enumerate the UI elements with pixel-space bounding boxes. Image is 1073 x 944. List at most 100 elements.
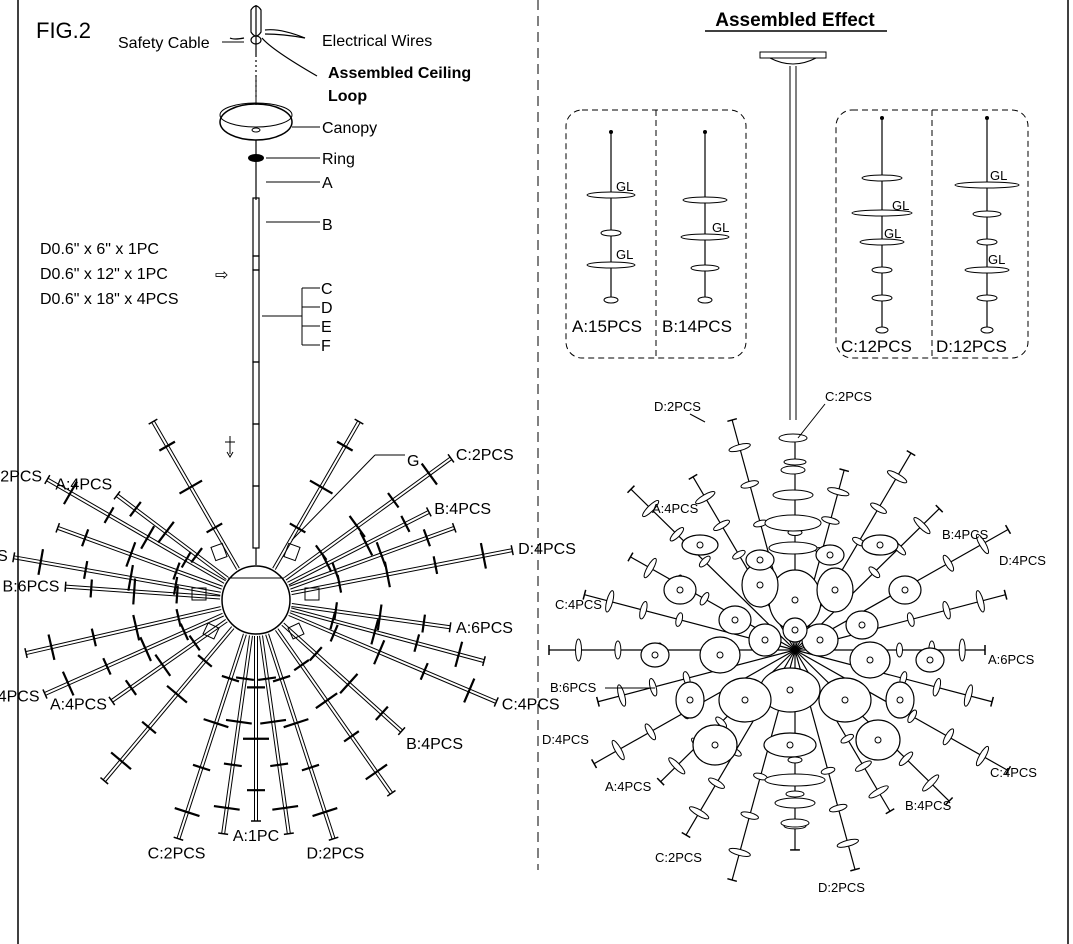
glass-disc (175, 608, 182, 627)
glass-disc (61, 671, 75, 696)
glass-disc (272, 674, 291, 683)
label-ring: Ring (322, 151, 355, 168)
glass-disc (139, 636, 152, 662)
glass-disc (90, 628, 97, 647)
disc-hub (696, 541, 704, 549)
right-title: Assembled Effect (715, 10, 875, 31)
glass-disc (586, 261, 636, 269)
glass-disc (680, 233, 730, 241)
arm-rod-edge (44, 612, 223, 694)
panel-label-b: B:14PCS (662, 317, 732, 336)
glass-disc (975, 533, 990, 555)
glass-disc (203, 718, 229, 729)
glass-disc (820, 766, 836, 775)
arm-label: D:4PCS (0, 688, 39, 705)
disc-hub (731, 616, 739, 624)
glass-disc (913, 517, 931, 535)
arm-rod-edge (224, 635, 253, 834)
arm-end-cap (55, 522, 61, 533)
glass-disc (787, 756, 803, 764)
glass-disc (283, 718, 309, 729)
glass-disc (375, 541, 387, 568)
ceiling-plate (759, 51, 827, 59)
glass-disc (178, 479, 203, 495)
arm-rod-edge (153, 420, 240, 569)
leader-g (291, 454, 376, 541)
arm-group: D:2PCSC:2PCSA:4PCSB:4PCSC:4PCSD:4PCSB:6P… (0, 418, 576, 862)
glass-disc (225, 718, 252, 725)
arm-label: C:4PCS (502, 696, 560, 713)
arm-end-cap (64, 581, 67, 592)
glass-disc (479, 542, 487, 569)
arm-rod-edge (176, 633, 244, 839)
ceiling-loop-hardware (229, 5, 318, 100)
radial-arm: C:4PCS (0, 548, 221, 596)
arm-label: D:2PCS (0, 469, 42, 486)
disc-hub (676, 586, 684, 594)
part-rod (954, 116, 1020, 334)
glass-disc (400, 515, 411, 533)
arm-end-cap (283, 832, 294, 836)
assembled-arm (688, 473, 796, 651)
arm-rod-edge (105, 628, 235, 783)
disc-hub (826, 551, 834, 559)
glass-disc (37, 549, 45, 576)
glass-disc (197, 654, 213, 668)
disc-hub (866, 656, 874, 664)
glass-disc (600, 229, 622, 237)
glass-disc (257, 676, 277, 682)
glass-disc (942, 600, 951, 620)
glass-disc (836, 838, 859, 848)
callout-c-4pcs: C:4PCS (555, 597, 602, 612)
glass-disc (190, 547, 203, 564)
disc-hub (786, 741, 794, 749)
callout-c-2pcs: C:2PCS (825, 389, 872, 404)
glass-disc (172, 576, 179, 595)
label-b: B (322, 217, 333, 234)
arm-end-cap (727, 877, 738, 883)
disc-hub (756, 556, 764, 564)
glass-disc (172, 562, 181, 580)
glass-disc (365, 763, 388, 781)
arm-rod-edge (57, 528, 222, 590)
callout-a-6pcs: A:6PCS (988, 652, 1035, 667)
label-ceiling-loop-2: Loop (328, 88, 367, 105)
disc-hub (816, 636, 824, 644)
glass-disc (586, 191, 636, 199)
glass-disc (740, 811, 759, 820)
arm-rod-edge (151, 422, 238, 570)
glass-disc (140, 525, 156, 550)
canopy-shape (769, 57, 817, 65)
arm-end-cap (627, 552, 634, 562)
glass-disc (180, 551, 192, 569)
glass-disc (669, 527, 685, 542)
glass-disc (871, 266, 893, 274)
callout-d-4pcs-2: D:4PCS (542, 732, 589, 747)
hub-connector (210, 542, 228, 562)
glass-disc (154, 653, 172, 677)
rod-spec-3: D0.6" x 18" x 4PCS (40, 291, 179, 308)
arm-rod-edge (285, 459, 453, 581)
arm-end-cap (510, 545, 514, 556)
glass-disc (272, 804, 299, 811)
arm-end-cap (386, 789, 396, 797)
label-electrical-wires: Electrical Wires (322, 33, 432, 50)
panel-label-a: A:15PCS (572, 317, 642, 336)
arm-end-cap (397, 726, 406, 736)
rod-top-cap (985, 116, 989, 120)
arm-end-cap (906, 449, 916, 457)
disc-hub (901, 586, 909, 594)
glass-disc (420, 462, 438, 486)
arm-rod-edge (102, 626, 233, 781)
callout-leader (797, 403, 826, 439)
radial-arm: D:2PCS (0, 469, 226, 584)
gl-label: GL (892, 198, 909, 213)
disc-hub (831, 586, 839, 594)
panel-label-c: C:12PCS (841, 337, 912, 356)
arm-label: A:4PCS (55, 477, 112, 494)
arm-rod-edge (262, 635, 291, 834)
glass-disc (132, 614, 141, 641)
glass-disc (301, 763, 320, 772)
glass-disc (675, 612, 684, 627)
